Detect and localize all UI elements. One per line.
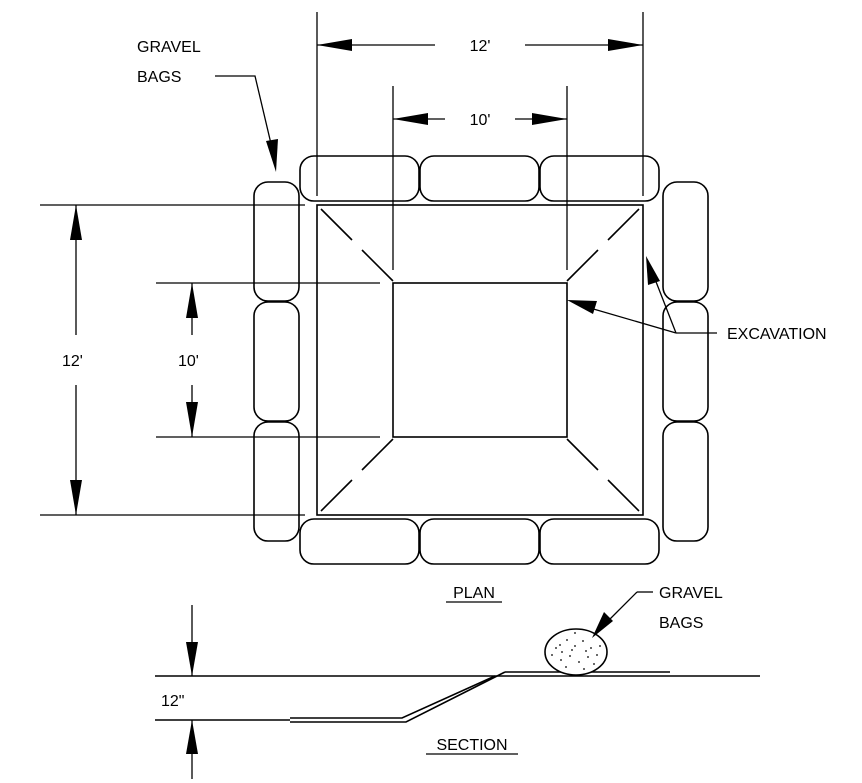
gravel-bags-label-line1: GRAVEL bbox=[137, 39, 201, 56]
gravel-bag bbox=[539, 518, 660, 565]
excavation-outer-edge bbox=[316, 204, 644, 516]
gravel-bag bbox=[419, 518, 540, 565]
dimension-height-outer: 12' bbox=[40, 204, 305, 516]
depth-label: 12" bbox=[161, 693, 184, 710]
gravel-bag bbox=[299, 155, 420, 202]
gravel-bag bbox=[662, 421, 709, 542]
gravel-bag-section bbox=[544, 628, 608, 676]
dim-width-inner-label: 10' bbox=[470, 112, 491, 129]
gravel-bags-left-column bbox=[253, 181, 300, 542]
dim-width-outer-label: 12' bbox=[470, 38, 491, 55]
excavation-callout: EXCAVATION bbox=[567, 256, 827, 343]
dimension-width-inner: 10' bbox=[392, 86, 568, 270]
section-view: GRAVEL BAGS 12" SECTION bbox=[155, 585, 760, 779]
gravel-bags-right-column bbox=[662, 181, 709, 542]
dim-height-outer-label: 12' bbox=[62, 353, 83, 370]
section-title: SECTION bbox=[436, 737, 507, 754]
gravel-bags-label-line2: BAGS bbox=[137, 69, 181, 86]
gravel-bags-callout-section: GRAVEL BAGS bbox=[592, 585, 723, 638]
gravel-bag bbox=[539, 155, 660, 202]
gravel-bags-section-line1: GRAVEL bbox=[659, 585, 723, 602]
excavation-inner-bottom bbox=[392, 282, 568, 438]
gravel-bag bbox=[662, 181, 709, 302]
dimension-width-outer: 12' bbox=[316, 12, 644, 196]
gravel-bag bbox=[419, 155, 540, 202]
gravel-bags-section-line2: BAGS bbox=[659, 615, 703, 632]
gravel-bag bbox=[662, 301, 709, 422]
gravel-bags-top-row bbox=[299, 155, 660, 202]
dimension-depth: 12" bbox=[161, 605, 198, 779]
gravel-bags-callout-top: GRAVEL BAGS bbox=[137, 39, 278, 172]
dimension-height-inner: 10' bbox=[156, 282, 380, 438]
gravel-bag bbox=[253, 301, 300, 422]
slope-lines bbox=[320, 208, 640, 512]
dim-height-inner-label: 10' bbox=[178, 353, 199, 370]
gravel-bag bbox=[253, 181, 300, 302]
plan-title: PLAN bbox=[453, 585, 495, 602]
gravel-bags-bottom-row bbox=[299, 518, 660, 565]
gravel-bag bbox=[299, 518, 420, 565]
excavation-label: EXCAVATION bbox=[727, 326, 827, 343]
gravel-bag bbox=[253, 421, 300, 542]
plan-view: 12' 10' 12' bbox=[40, 12, 827, 603]
